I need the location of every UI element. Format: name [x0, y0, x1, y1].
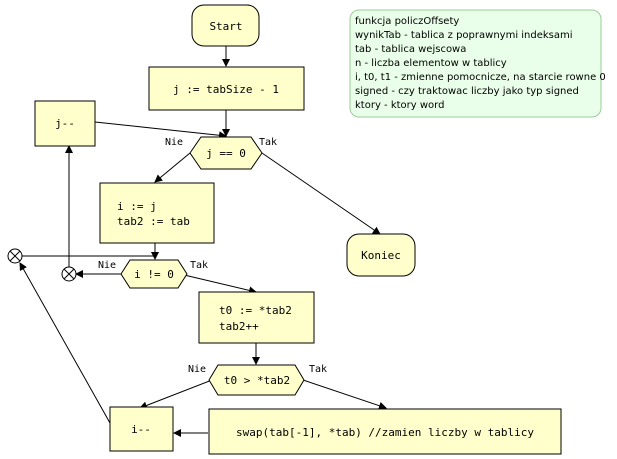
swap-node: swap(tab[-1], *tab) //zamien liczby w ta… [208, 408, 562, 455]
dec-j-node: j-- [34, 100, 96, 147]
note-line-6: ktory - ktory word [355, 100, 444, 111]
koniec-node-label: Koniec [361, 249, 401, 262]
note-line-2: tab - tablica wejscowa [355, 44, 466, 55]
cond-j-tak-label: Tak [259, 137, 277, 148]
junction-left [7, 248, 23, 264]
read-line1: t0 := *tab2 [219, 304, 292, 317]
note-line-5: signed - czy traktowac liczby jako typ s… [355, 86, 579, 97]
init-j-node: j := tabSize - 1 [148, 66, 305, 111]
koniec-node: Koniec [346, 233, 416, 277]
cond-t0-label: t0 > *tab2 [224, 374, 290, 387]
dec-i-label: i-- [131, 423, 151, 436]
dec-j-label: j-- [55, 117, 75, 130]
cond-t0-node: t0 > *tab2 [208, 364, 305, 396]
cond-i-tak-label: Tak [190, 260, 208, 271]
legend-note: funkcja policzOffsety wynikTab - tablica… [349, 9, 606, 118]
cond-i-nie-label: Nie [98, 260, 116, 271]
cond-i-node: i != 0 [120, 259, 188, 289]
edge-dec-i-to-join [19, 262, 111, 424]
init-j-label: j := tabSize - 1 [173, 83, 279, 96]
note-line-1: wynikTab - tablica z poprawnymi indeksam… [355, 30, 573, 41]
edge-cond-t0-nie-to-dec-i [139, 379, 213, 410]
cond-t0-nie-label: Nie [188, 364, 206, 375]
cond-j-label: j == 0 [206, 147, 246, 160]
junction-middle [61, 266, 77, 282]
connectors [19, 46, 387, 437]
init-i-node: i := j tab2 := tab [99, 182, 215, 244]
swap-label: swap(tab[-1], *tab) //zamien liczby w ta… [236, 426, 534, 439]
cond-j-nie-label: Nie [165, 137, 183, 148]
init-i-line1: i := j [117, 200, 157, 213]
start-node-label: Start [209, 20, 242, 33]
note-line-3: n - liczba elementow w tablicy [355, 58, 507, 69]
cond-j-node: j == 0 [189, 136, 263, 170]
note-line-0: funkcja policzOffsety [355, 16, 459, 27]
read-line2: tab2++ [219, 320, 259, 333]
edge-cond-j-nie-to-init-i [154, 152, 191, 183]
note-line-4: i, t0, t1 - zmienne pomocnicze, na starc… [355, 72, 606, 83]
edge-cond-i-tak-to-read [179, 273, 257, 295]
edge-cond-j-tak-to-koniec [261, 152, 381, 235]
read-node: t0 := *tab2 tab2++ [198, 291, 315, 344]
edge-cond-t0-tak-to-swap [302, 379, 387, 410]
edge-dec-j-to-cond-j [94, 121, 227, 140]
cond-t0-tak-label: Tak [309, 364, 327, 375]
start-node: Start [191, 4, 260, 47]
init-i-line2: tab2 := tab [117, 215, 190, 228]
dec-i-node: i-- [109, 406, 174, 452]
cond-i-label: i != 0 [134, 268, 174, 281]
